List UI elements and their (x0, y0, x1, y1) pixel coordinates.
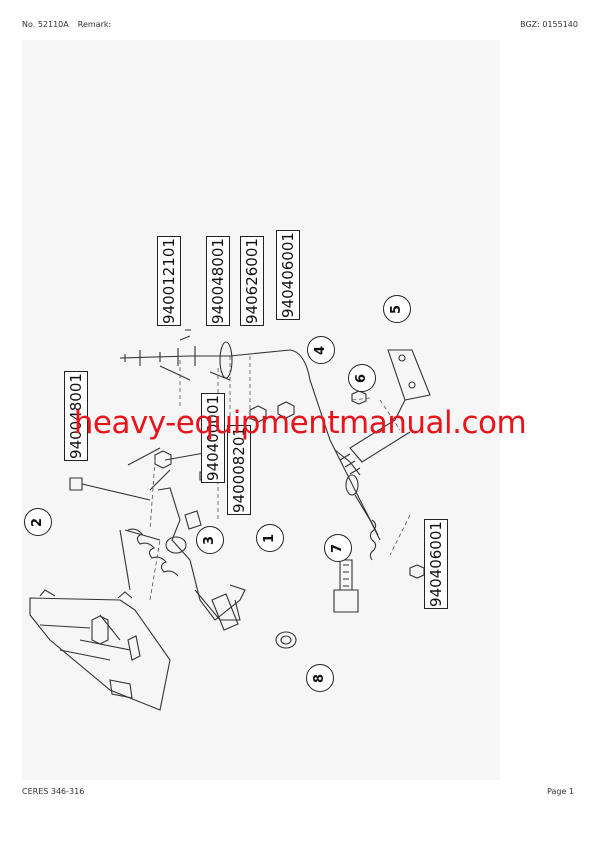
part-number-box: 940012101 (157, 236, 181, 326)
callout-1: 1 (256, 524, 284, 552)
callout-2: 2 (24, 508, 52, 536)
remark-label: Remark: (77, 20, 112, 29)
part-number-box: 940008201 (227, 425, 251, 515)
callout-3: 3 (196, 526, 224, 554)
part-number-box: 940048001 (206, 236, 230, 326)
part-number-box: 940626001 (240, 236, 264, 326)
callout-5: 5 (383, 295, 411, 323)
callout-8: 8 (306, 664, 334, 692)
part-number-box: 940406001 (424, 519, 448, 609)
document-header-left: No. 52110A Remark: (22, 20, 111, 29)
callout-6: 6 (348, 364, 376, 392)
callout-7: 7 (324, 534, 352, 562)
part-number-box: 940048001 (64, 371, 88, 461)
watermark-text: heavy-equipmentmanual.com (73, 405, 527, 441)
bgz-number: BGZ: 0155140 (520, 20, 578, 29)
page-number: Page 1 (547, 787, 574, 796)
callout-4: 4 (307, 336, 335, 364)
part-number-box: 940400001 (201, 393, 225, 483)
part-number-box: 940406001 (276, 230, 300, 320)
model-label: CERES 346-316 (22, 787, 85, 796)
doc-number: No. 52110A (22, 20, 69, 29)
